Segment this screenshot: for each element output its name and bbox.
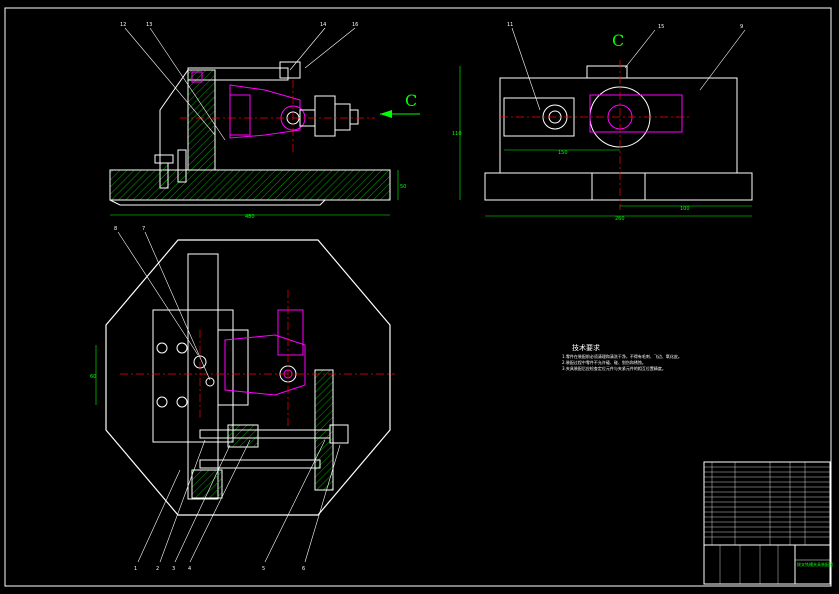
callout-4: 4 — [188, 566, 191, 572]
front-height-dim: 50 — [400, 184, 406, 190]
side-body — [499, 77, 738, 174]
front-view: C 480 50 12 13 14 16 — [109, 22, 420, 220]
callout-9: 9 — [740, 24, 743, 30]
callout-5: 5 — [262, 566, 265, 572]
callout-6: 6 — [302, 566, 305, 572]
base-plate-section — [109, 169, 391, 201]
notes-line-1: 1.零件在装配前必须清理和清洗干净，不得有毛刺、飞边、氧化皮。 — [562, 353, 682, 359]
side-base — [484, 172, 753, 201]
callout-16: 16 — [352, 22, 358, 28]
top-base-outline — [105, 239, 391, 516]
drawing-name: 拨叉铣槽夹具装配图 — [797, 561, 833, 567]
top-side-dim: 60 — [90, 374, 96, 380]
top-workpiece — [224, 334, 306, 396]
callout-2: 2 — [156, 566, 159, 572]
side-right-width-dim: 100 — [680, 206, 690, 212]
technical-notes: 技术要求 1.零件在装配前必须清理和清洗干净，不得有毛刺、飞边、氧化皮。 2.装… — [562, 343, 682, 371]
front-width-dim: 480 — [245, 214, 255, 220]
callout-3: 3 — [172, 566, 175, 572]
drawing-border — [4, 7, 832, 587]
notes-title: 技术要求 — [572, 343, 600, 352]
callout-15: 15 — [658, 24, 664, 30]
callout-12: 12 — [120, 22, 126, 28]
vertical-support-section — [187, 69, 216, 171]
workpiece-outline — [229, 84, 301, 139]
side-inner-width-dim: 150 — [558, 150, 568, 156]
section-label: C — [405, 91, 417, 110]
callout-8: 8 — [114, 226, 117, 232]
callout-13: 13 — [146, 22, 152, 28]
view-label: C — [612, 31, 624, 50]
side-overall-width-dim: 260 — [615, 216, 625, 222]
callout-11: 11 — [507, 22, 513, 28]
callout-7: 7 — [142, 226, 145, 232]
notes-line-3: 3.夹具装配后应检查定位元件与夹紧元件的相互位置精度。 — [562, 365, 666, 371]
title-block: 拨叉铣槽夹具装配图 — [703, 461, 833, 585]
side-workpiece — [589, 94, 683, 133]
notes-line-2: 2.装配过程中零件不允许磕、碰、划伤和锈蚀。 — [562, 359, 646, 365]
callout-1: 1 — [134, 566, 137, 572]
side-view: C 110 150 100 260 11 15 9 — [452, 22, 753, 222]
callout-14: 14 — [320, 22, 326, 28]
top-view: 60 8 7 1 2 3 4 5 6 — [90, 226, 395, 572]
side-height-dim: 110 — [452, 131, 462, 137]
